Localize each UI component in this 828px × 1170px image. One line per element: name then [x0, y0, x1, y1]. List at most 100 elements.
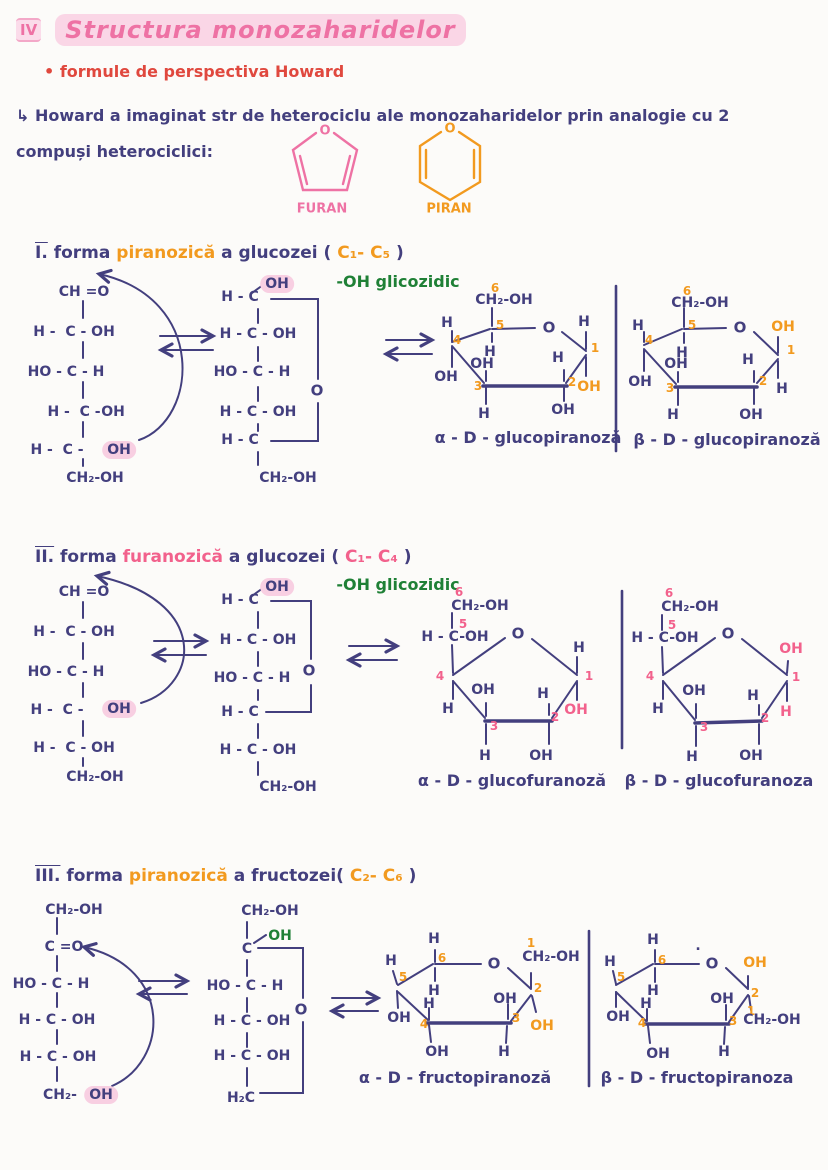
section-2-heading: II. forma furanozică a glucozei ( C₁- C₄… [35, 547, 412, 567]
atom-label: H [428, 931, 440, 947]
atom-label: OH [551, 402, 575, 418]
arrow-icon: ↳ [16, 106, 30, 125]
atom-label: OH [102, 700, 136, 718]
atom-label: CH₂-OH [661, 599, 719, 615]
roman-numeral-iv: IV [16, 18, 42, 42]
atom-label: O [444, 121, 456, 137]
atom-label: 6 [682, 284, 692, 298]
atom-label: HO - C - H [27, 664, 105, 680]
atom-label: 2 [750, 986, 760, 1000]
atom-label: H [578, 314, 590, 330]
atom-label: -OH glicozidic [336, 575, 460, 594]
atom-label: H - C [221, 432, 259, 448]
atom-label: 2 [758, 374, 768, 388]
atom-label: OH [260, 578, 294, 596]
atom-label: 3 [699, 720, 709, 734]
atom-label: 4 [435, 669, 445, 683]
atom-label: H - C - OH [213, 1013, 291, 1029]
atom-label: O [294, 1000, 308, 1019]
atom-label: H - C [221, 704, 259, 720]
atom-label: H - C-OH [631, 630, 699, 646]
intro-paragraph: ↳ Howard a imaginat str de heterociclu a… [16, 98, 816, 170]
atom-label: 2 [567, 375, 577, 389]
atom-label: OH [268, 928, 292, 944]
atom-label: 5 [687, 318, 697, 332]
atom-label: O [310, 381, 324, 400]
atom-label: 1 [526, 936, 536, 950]
atom-label: 2 [760, 711, 770, 725]
note-title-row: IV Structura monozaharidelor [16, 14, 466, 46]
section-3-heading: III. forma piranozică a fructozei( C₂- C… [35, 866, 416, 886]
atom-label: 3 [473, 379, 483, 393]
heading-token: III. [35, 866, 61, 886]
atom-label: OH [434, 369, 458, 385]
atom-label: H - C - OH [219, 742, 297, 758]
atom-label: OH [771, 319, 795, 335]
heading-token: a fructozei( [227, 866, 350, 886]
atom-label: 6 [664, 586, 674, 600]
atom-label: CH₂- [43, 1087, 77, 1103]
atom-label: HO - C - H [27, 364, 105, 380]
atom-label: H [573, 640, 585, 656]
atom-label: H [776, 381, 788, 397]
atom-label: 1 [584, 669, 594, 683]
atom-label: H - C - OH [219, 404, 297, 420]
atom-label: CH₂-OH [259, 779, 317, 795]
atom-label: -OH glicozidic [336, 272, 460, 291]
heading-token: II. [35, 547, 55, 567]
atom-label: O [542, 318, 556, 337]
atom-label: O [733, 318, 747, 337]
atom-label: 1 [786, 343, 796, 357]
atom-label: O [511, 624, 525, 643]
atom-label: H [441, 315, 453, 331]
atom-label: HO - C - H [213, 670, 291, 686]
heading-token: I. [35, 243, 48, 263]
atom-label: O [721, 624, 735, 643]
atom-label: O [487, 954, 501, 973]
atom-label: CH =O [58, 584, 110, 600]
atom-label: OH [564, 702, 588, 718]
atom-label: H [498, 1044, 510, 1060]
subtitle-text: formule de perspectiva Howard [59, 62, 345, 81]
atom-label: CH₂-OH [66, 470, 124, 486]
atom-label: H - C [221, 592, 259, 608]
atom-label: H [537, 686, 549, 702]
atom-label: H [385, 953, 397, 969]
atom-label: 2 [550, 710, 560, 724]
atom-label: OH [425, 1044, 449, 1060]
heading-token: a glucozei ( [215, 243, 338, 263]
atom-label: 6 [657, 953, 667, 967]
heading-token: ) [402, 866, 417, 886]
atom-label: HO - C - H [213, 364, 291, 380]
atom-label: H - C - [30, 442, 84, 458]
heading-token: ) [390, 243, 404, 263]
alpha-d-glucofuranoza-label: α - D - glucofuranoză [417, 771, 607, 790]
atom-label: H [552, 350, 564, 366]
atom-label: CH₂-OH [259, 470, 317, 486]
atom-label: OH [743, 955, 767, 971]
atom-label: H [428, 983, 440, 999]
atom-label: OH [646, 1046, 670, 1062]
atom-label: CH₂-OH [451, 598, 509, 614]
atom-label: H [686, 749, 698, 765]
heading-token: C₁- C₄ [345, 547, 398, 567]
atom-label: OH [779, 641, 803, 657]
piran-label: PIRAN [426, 201, 472, 217]
atom-label: H [747, 688, 759, 704]
atom-label: H - C - OH [18, 1012, 96, 1028]
atom-label: 3 [728, 1014, 738, 1028]
atom-label: OH [682, 683, 706, 699]
heading-token: piranozică [128, 866, 228, 886]
s2-alpha-ring [452, 637, 578, 719]
intro-line-2: compuși heterociclici: [16, 134, 816, 170]
page-title: Structura monozaharidelor [55, 14, 466, 46]
atom-label: H [632, 318, 644, 334]
heading-token: forma [54, 547, 123, 567]
atom-label: H [640, 996, 652, 1012]
atom-label: H₂C [226, 1090, 256, 1106]
atom-label: CH₂-OH [45, 902, 103, 918]
atom-label: H [742, 352, 754, 368]
atom-label: CH₂-OH [475, 292, 533, 308]
atom-label: 4 [419, 1017, 429, 1031]
atom-label: 5 [667, 618, 677, 632]
